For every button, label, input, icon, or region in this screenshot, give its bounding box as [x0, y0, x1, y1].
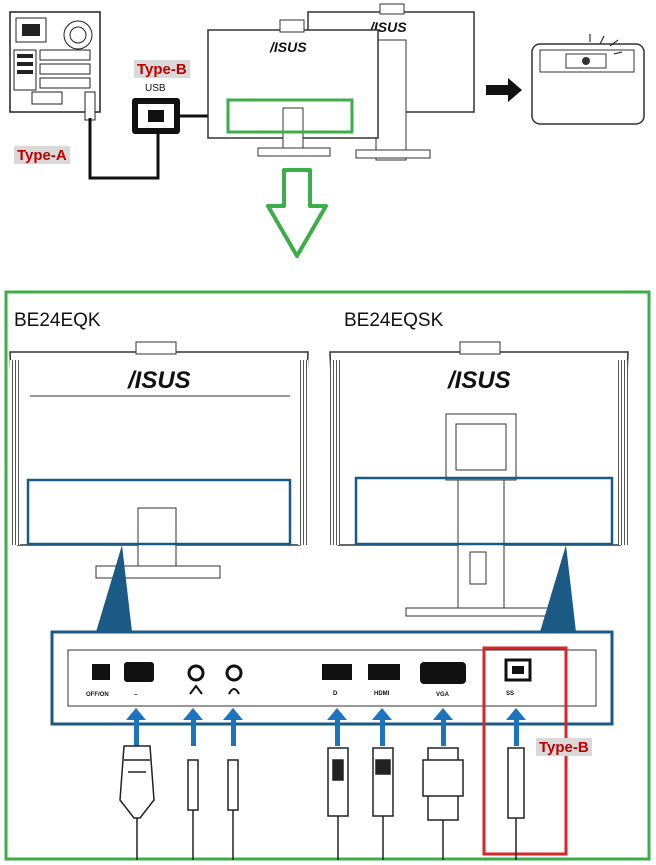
svg-text:/ISUS: /ISUS	[269, 39, 307, 55]
svg-text:/ISUS: /ISUS	[127, 367, 191, 394]
svg-text:OFF/ON: OFF/ON	[86, 692, 109, 698]
arrow-right-icon	[486, 78, 522, 102]
callout-pointer-left	[96, 545, 132, 632]
pc-tower-icon	[9, 11, 101, 121]
connect-arrows	[126, 708, 526, 746]
monitor-right: /ISUS	[329, 341, 629, 617]
type-b-tag-detail: Type-B	[536, 738, 592, 756]
arrow-down-icon	[266, 168, 328, 258]
webcam-on-icon	[531, 34, 645, 125]
usb-label: USB	[145, 83, 166, 94]
svg-text:Type-B: Type-B	[137, 61, 187, 78]
svg-text:HDMI: HDMI	[374, 691, 390, 697]
vga-icon	[420, 662, 466, 684]
displayport-icon	[322, 664, 352, 680]
headphone-icon	[225, 664, 243, 682]
svg-text:VGA: VGA	[436, 692, 450, 698]
svg-text:D: D	[333, 691, 338, 697]
svg-text:/ISUS: /ISUS	[447, 367, 511, 394]
audio-in-icon	[187, 664, 205, 682]
port-highlight-box-top	[226, 98, 354, 134]
svg-text:~: ~	[134, 693, 138, 699]
hdmi-icon	[368, 664, 400, 680]
model-label-left: BE24EQK	[14, 310, 101, 331]
monitor-back-icon-front: /ISUS	[207, 19, 379, 157]
type-a-tag-top: Type-A	[14, 146, 70, 164]
usb-connector-icon	[132, 98, 180, 134]
monitor-left: /ISUS	[9, 341, 309, 579]
port-callout-box-left	[26, 478, 292, 546]
svg-text:SS: SS	[506, 691, 514, 697]
svg-text:Type-A: Type-A	[17, 147, 67, 164]
model-label-right: BE24EQSK	[344, 310, 444, 331]
port-callout-box-right	[354, 476, 614, 546]
power-switch-icon	[92, 664, 110, 680]
callout-pointer-right	[540, 545, 576, 632]
usb-cable	[88, 112, 160, 180]
power-socket-icon	[124, 662, 154, 682]
cable-plugs	[119, 745, 525, 860]
svg-text:Type-B: Type-B	[539, 739, 589, 756]
type-b-tag-top: Type-B	[134, 60, 190, 78]
